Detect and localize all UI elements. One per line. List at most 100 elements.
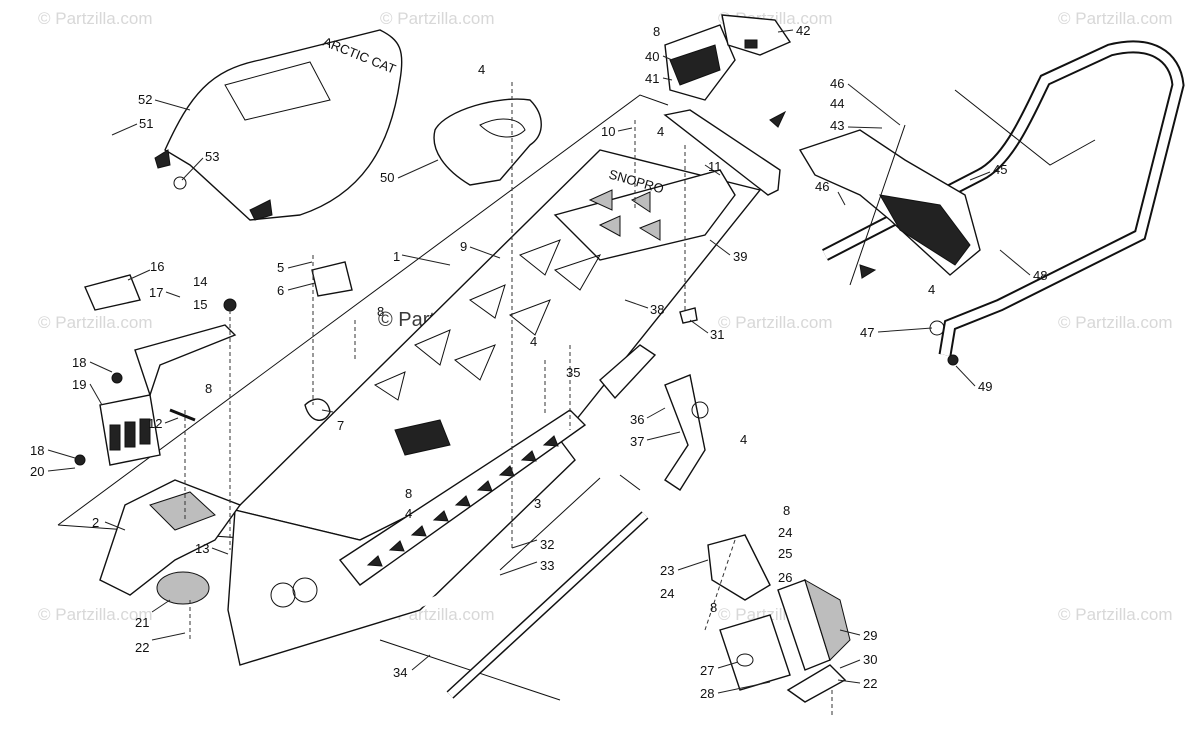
callout-label: 9 [460, 239, 467, 254]
callout-label: 24 [778, 525, 792, 540]
gauge-part-21 [156, 571, 210, 605]
callout-label: 47 [860, 325, 874, 340]
arrow-marker [769, 110, 787, 128]
callout-label: 42 [796, 23, 810, 38]
lens-42 [721, 14, 792, 56]
watermark-text: © Partzilla.com [1058, 605, 1173, 624]
callout-label: 45 [993, 162, 1007, 177]
callout-label: 18 [30, 443, 44, 458]
callout-label: 8 [205, 381, 212, 396]
clip-31 [679, 307, 698, 324]
running-board-holes [366, 435, 559, 567]
callout-label: 16 [150, 259, 164, 274]
callout-label: 8 [710, 600, 717, 615]
callout-label: 12 [148, 416, 162, 431]
nut-49 [947, 354, 959, 366]
callout-label: 8 [783, 503, 790, 518]
callout-label: 35 [566, 365, 580, 380]
callout-label: 51 [139, 116, 153, 131]
callout-label: 49 [978, 379, 992, 394]
callout-label: 8 [377, 304, 384, 319]
watermark-text: © Partzilla.com [38, 605, 153, 624]
grip-7 [304, 398, 331, 421]
watermark-text: © Partzilla.com [1058, 9, 1173, 28]
watermark-text: © Partzilla.com [380, 9, 495, 28]
fastener-47 [929, 320, 945, 336]
callout-label: 8 [405, 486, 412, 501]
panel-23 [707, 534, 771, 601]
nut-18b [74, 454, 86, 466]
callout-label: 39 [733, 249, 747, 264]
cutout [638, 219, 661, 241]
callout-labels: 1 2 3 4 4 4 4 4 4 5 6 7 8 8 8 8 8 8 9 10 [30, 23, 1047, 701]
callout-label: 11 [708, 159, 722, 174]
callout-label: 32 [540, 537, 554, 552]
watermark-text: © Partzilla.com [38, 9, 153, 28]
cutout [373, 371, 406, 401]
seat-52 [164, 29, 403, 221]
cutout [588, 189, 613, 211]
knob-36 [691, 401, 709, 419]
front-bracket [99, 479, 242, 605]
bag-50 [433, 98, 542, 186]
callout-label: 43 [830, 118, 844, 133]
watermark-text: © Partzilla.com [38, 313, 153, 332]
callout-label: 8 [653, 24, 660, 39]
rear-bumper [769, 40, 1185, 366]
callout-label: 4 [478, 62, 485, 77]
callout-label: 7 [337, 418, 344, 433]
cutout [509, 299, 551, 336]
callout-label: 25 [778, 546, 792, 561]
callout-label: 27 [700, 663, 714, 678]
callout-label: 23 [660, 563, 674, 578]
nut-14 [223, 298, 237, 312]
callout-label: 13 [195, 541, 209, 556]
cutout [598, 215, 621, 237]
bracket-11 [663, 109, 781, 196]
callout-label: 19 [72, 377, 86, 392]
block-38 [394, 419, 451, 456]
callout-label: 6 [277, 283, 284, 298]
callout-label: 21 [135, 615, 149, 630]
callout-label: 5 [277, 260, 284, 275]
cutout [519, 239, 561, 276]
callout-label: 3 [534, 496, 541, 511]
callout-label: 4 [530, 334, 537, 349]
handle-15 [134, 324, 237, 398]
watermark-text: © Partzilla.com [718, 313, 833, 332]
cutout [414, 329, 451, 366]
side-hole [270, 582, 296, 608]
callout-label: 20 [30, 464, 44, 479]
callout-label: 44 [830, 96, 844, 111]
callout-label: 52 [138, 92, 152, 107]
callout-label: 22 [863, 676, 877, 691]
callout-label: 17 [149, 285, 163, 300]
callout-label: 31 [710, 327, 724, 342]
nut-18 [111, 372, 123, 384]
callout-label: 36 [630, 412, 644, 427]
callout-label: 30 [863, 652, 877, 667]
side-hole [292, 577, 318, 603]
tunnel-assembly: SNOPRO [227, 149, 762, 699]
cutout [553, 254, 602, 291]
support-bar-33-fill [419, 512, 641, 608]
cover-30 [786, 664, 847, 703]
callout-label: 38 [650, 302, 664, 317]
callout-label: 41 [645, 71, 659, 86]
vent-26 [804, 578, 851, 661]
callout-label: 48 [1033, 268, 1047, 283]
running-board [338, 409, 587, 586]
callout-label: 14 [193, 274, 207, 289]
watermark-text: © Partzilla.com [1058, 313, 1173, 332]
callout-label: 29 [863, 628, 877, 643]
handle-6 [311, 261, 353, 297]
strap-37 [664, 374, 706, 491]
cutout [468, 284, 506, 319]
rear-flap [553, 169, 736, 261]
callout-label: 26 [778, 570, 792, 585]
cover-16 [84, 274, 141, 311]
callout-label: 18 [72, 355, 86, 370]
callout-label: 15 [193, 297, 207, 312]
callout-label: 4 [657, 124, 664, 139]
